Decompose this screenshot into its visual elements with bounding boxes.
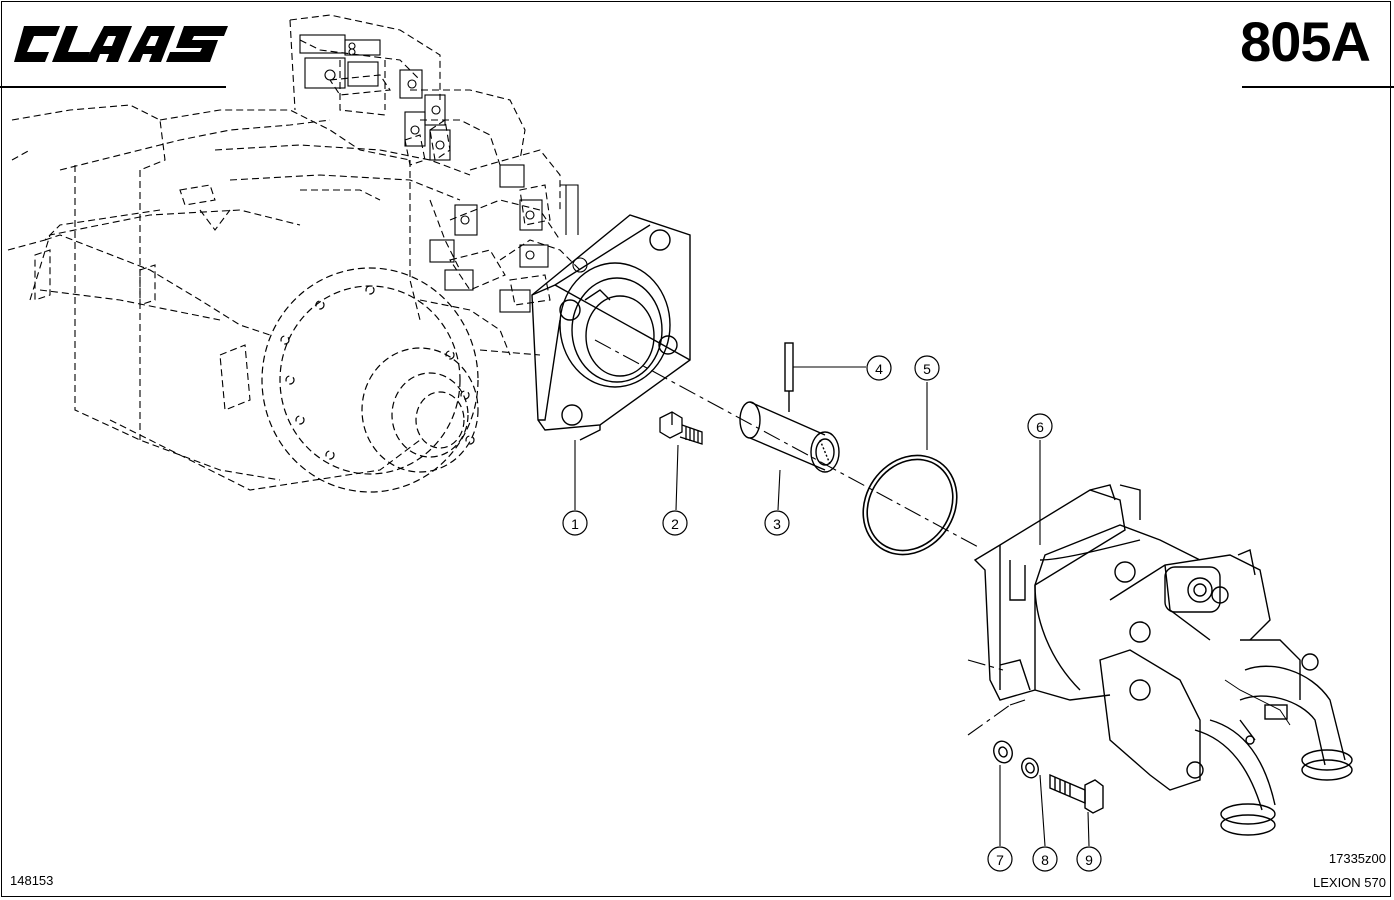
callout-circle <box>1027 413 1053 439</box>
callout-number: 8 <box>1041 852 1049 868</box>
machine-model: LEXION 570 <box>1313 875 1386 890</box>
pin-part <box>784 342 794 412</box>
assembly-center-lines <box>594 339 1026 736</box>
callout-circle <box>914 355 940 381</box>
callout-circle <box>1032 846 1058 872</box>
callout-number: 7 <box>996 852 1004 868</box>
callout-number: 4 <box>875 361 883 377</box>
engine-assembly-context <box>7 14 581 491</box>
callout-number: 9 <box>1085 852 1093 868</box>
header-rule-left <box>0 86 226 88</box>
callout-layer: 1 2 3 4 5 6 7 8 9 <box>562 355 1102 872</box>
fastener-set <box>993 740 1104 814</box>
valve-block-context <box>299 34 588 313</box>
callout-number: 6 <box>1036 419 1044 435</box>
callout-3-coupling-sleeve: 3 <box>764 510 790 536</box>
coupling-sleeve-part <box>739 401 840 473</box>
screw-part <box>659 411 703 445</box>
document-number: 148153 <box>10 873 54 888</box>
washer-shape <box>993 740 1013 764</box>
hydraulic-pump-part <box>973 484 1353 836</box>
callout-9-bolt: 9 <box>1076 846 1102 872</box>
callout-circle <box>764 510 790 536</box>
callout-8-lock-washer: 8 <box>1032 846 1058 872</box>
flywheel-housing-context <box>261 267 479 493</box>
flange-part <box>531 214 691 441</box>
brand-logo <box>14 26 228 62</box>
callout-circle <box>987 846 1013 872</box>
callout-number: 1 <box>571 516 579 532</box>
callout-1-flange: 1 <box>562 510 588 536</box>
callout-circle <box>662 510 688 536</box>
callout-7-washer: 7 <box>987 846 1013 872</box>
callout-circle <box>562 510 588 536</box>
callout-number: 5 <box>923 361 931 377</box>
figure-id: 17335z00 <box>1328 851 1386 866</box>
callout-circle <box>866 355 892 381</box>
callout-6-hydraulic-pump: 6 <box>1027 413 1053 439</box>
callout-2-screw: 2 <box>662 510 688 536</box>
callout-number: 2 <box>671 516 679 532</box>
brand-logo-letters <box>14 26 228 62</box>
callout-number: 3 <box>773 516 781 532</box>
callout-5-o-ring: 5 <box>914 355 940 381</box>
callout-leaders <box>574 366 1090 847</box>
header-rule-right <box>1242 86 1394 88</box>
lock-washer-shape <box>1021 757 1039 779</box>
callout-4-pin: 4 <box>866 355 892 381</box>
o-ring-part <box>862 454 958 556</box>
callout-circle <box>1076 846 1102 872</box>
page-number: 805A <box>1240 10 1371 73</box>
